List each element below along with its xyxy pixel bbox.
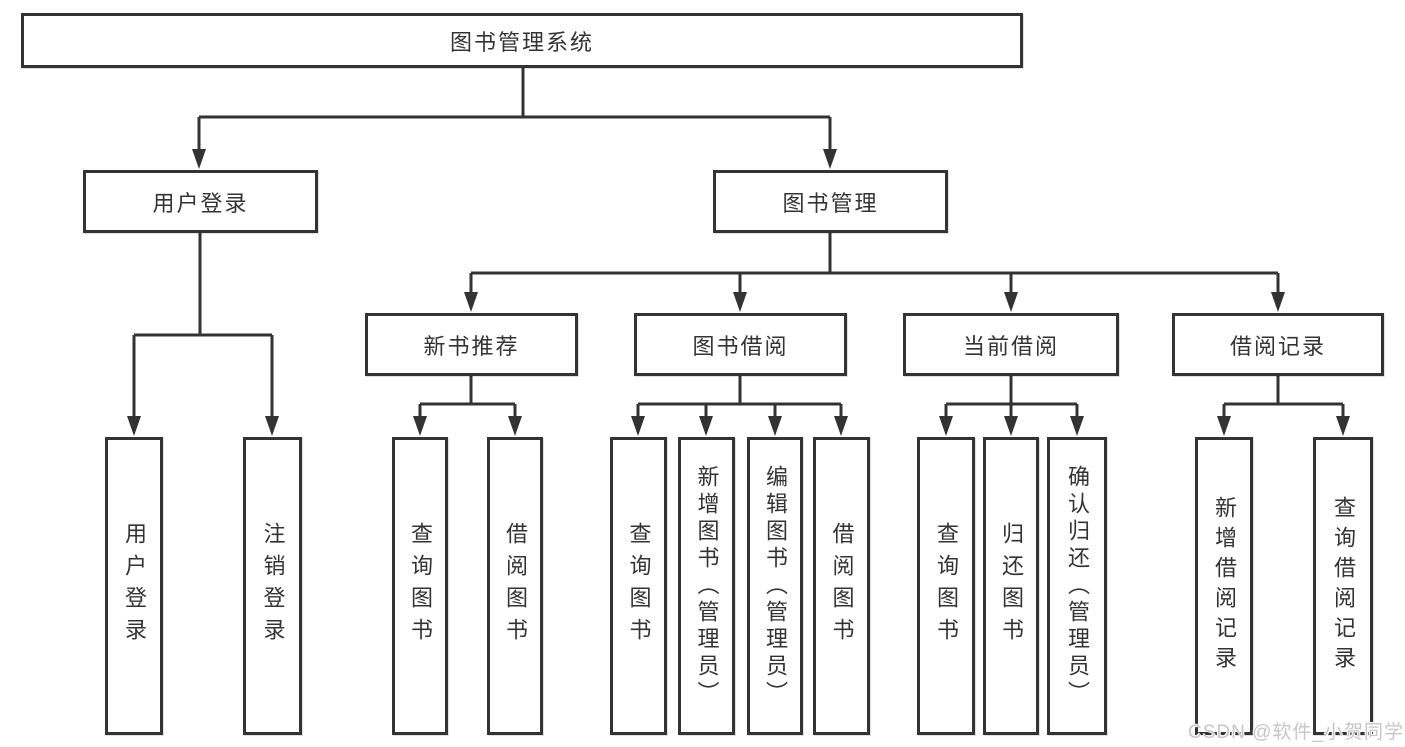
leaf-query-books-borrow-label: 查询图书: [626, 522, 652, 650]
node-current-borrow: 当前借阅: [903, 313, 1119, 376]
leaf-query-books-current-label: 查询图书: [934, 522, 959, 650]
leaf-add-book-admin-label: 新增图书（管理员）: [694, 464, 720, 708]
leaf-query-borrow-record-label: 查询借阅记录: [1331, 496, 1356, 676]
leaf-query-books-recommend: 查询图书: [392, 437, 448, 735]
leaf-query-borrow-record: 查询借阅记录: [1313, 437, 1373, 735]
leaf-add-borrow-record-label: 新增借阅记录: [1212, 496, 1237, 676]
node-new-book-recommend: 新书推荐: [365, 313, 578, 376]
leaf-query-books-borrow: 查询图书: [610, 437, 667, 735]
node-borrow-records: 借阅记录: [1172, 313, 1384, 376]
leaf-add-borrow-record: 新增借阅记录: [1195, 437, 1253, 735]
watermark: CSDN @软件_小贺同学: [1188, 722, 1404, 743]
node-book-borrow: 图书借阅: [634, 313, 847, 376]
leaf-query-books-recommend-label: 查询图书: [408, 522, 433, 650]
node-user-login: 用户登录: [83, 170, 318, 233]
leaf-return-book-label: 归还图书: [999, 522, 1024, 650]
leaf-user-login-label: 用户登录: [122, 522, 147, 650]
leaf-borrow-books-borrow-label: 借阅图书: [829, 522, 855, 650]
leaf-borrow-books-recommend: 借阅图书: [487, 437, 543, 735]
leaf-confirm-return-admin: 确认归还（管理员）: [1047, 437, 1107, 735]
leaf-confirm-return-admin-label: 确认归还（管理员）: [1065, 464, 1090, 708]
arrowheads: [127, 149, 1350, 436]
leaf-edit-book-admin: 编辑图书（管理员）: [747, 437, 803, 735]
leaf-query-books-current: 查询图书: [917, 437, 975, 735]
leaf-return-book: 归还图书: [983, 437, 1039, 735]
leaf-add-book-admin: 新增图书（管理员）: [678, 437, 735, 735]
node-library-system: 图书管理系统: [21, 13, 1023, 68]
node-book-management: 图书管理: [713, 170, 948, 233]
leaf-user-login: 用户登录: [105, 437, 163, 735]
leaf-borrow-books-borrow: 借阅图书: [813, 437, 870, 735]
leaf-logout-label: 注销登录: [260, 522, 286, 650]
leaf-borrow-books-recommend-label: 借阅图书: [503, 522, 528, 650]
leaf-edit-book-admin-label: 编辑图书（管理员）: [763, 464, 788, 708]
leaf-logout: 注销登录: [243, 437, 302, 735]
